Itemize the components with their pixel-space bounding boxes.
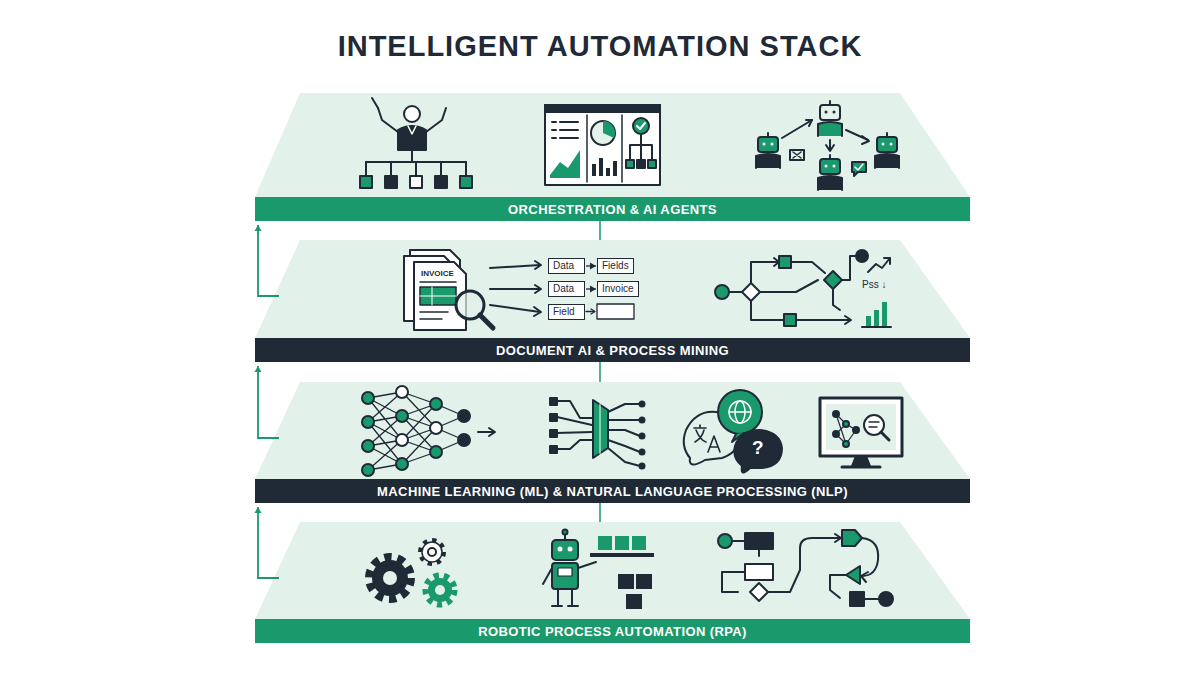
arrow-head xyxy=(255,366,262,372)
gears-icon xyxy=(370,541,454,604)
language-icon xyxy=(684,390,782,473)
stack-layer: MACHINE LEARNING (ML) & NATURAL LANGUAGE… xyxy=(255,382,970,503)
layer-bar: ROBOTIC PROCESS AUTOMATION (RPA) xyxy=(255,619,970,643)
field-box: Data xyxy=(548,281,585,297)
arrow-head xyxy=(590,286,596,293)
stack-layer: DOCUMENT AI & PROCESS MININGDataFieldsDa… xyxy=(255,240,970,362)
connector xyxy=(255,507,280,578)
icon-label: Pss ↓ xyxy=(862,279,886,290)
layer-label: ROBOTIC PROCESS AUTOMATION (RPA) xyxy=(478,624,747,639)
connector-line xyxy=(599,362,601,382)
classifier-icon xyxy=(550,398,645,469)
arrow-head xyxy=(255,507,262,513)
field-text: Invoice xyxy=(602,283,634,294)
field-text: Fields xyxy=(602,260,629,271)
arrow-head xyxy=(255,225,262,231)
slab xyxy=(255,93,970,197)
connector-line xyxy=(599,221,601,240)
field-text: Field xyxy=(553,306,575,317)
field-box: Data xyxy=(548,258,585,274)
monitor-icon xyxy=(820,398,902,467)
connector xyxy=(255,366,280,438)
layer-label: DOCUMENT AI & PROCESS MINING xyxy=(496,343,729,358)
connector xyxy=(600,362,601,382)
rpa-robot-icon xyxy=(543,530,654,610)
icon-label: INVOICE xyxy=(421,269,454,278)
conductor-icon xyxy=(360,98,472,188)
field-text: Data xyxy=(553,283,574,294)
connector-line xyxy=(258,366,279,438)
neural-network-icon xyxy=(362,386,495,476)
connector xyxy=(586,286,596,293)
field-text: Data xyxy=(553,260,574,271)
stack-layer: ORCHESTRATION & AI AGENTS xyxy=(255,93,970,221)
connector xyxy=(600,503,601,522)
slab xyxy=(255,382,970,479)
connector xyxy=(600,221,601,240)
layer-bar: ORCHESTRATION & AI AGENTS xyxy=(255,197,970,221)
connector-line xyxy=(258,225,279,296)
icon-label: ? xyxy=(752,437,764,459)
slab xyxy=(255,522,970,619)
flowchart-icon xyxy=(718,530,893,606)
slab xyxy=(255,240,970,338)
dashboard-icon xyxy=(545,105,660,185)
layer-bar: DOCUMENT AI & PROCESS MINING xyxy=(255,338,970,362)
field-box: Fields xyxy=(597,258,634,274)
layer-label: ORCHESTRATION & AI AGENTS xyxy=(508,202,717,217)
layer-bar: MACHINE LEARNING (ML) & NATURAL LANGUAGE… xyxy=(255,479,970,503)
connector xyxy=(586,263,596,270)
field-box: Invoice xyxy=(597,281,639,297)
field-box: Field xyxy=(548,304,585,320)
arrow-head xyxy=(590,263,596,270)
connector xyxy=(255,225,280,296)
robot-network-icon xyxy=(756,101,899,190)
connector-line xyxy=(258,507,279,578)
process-mining-icon xyxy=(715,250,891,327)
connector-line xyxy=(599,503,601,522)
stack-layer: ROBOTIC PROCESS AUTOMATION (RPA) xyxy=(255,522,970,643)
diagram-title: INTELLIGENT AUTOMATION STACK xyxy=(0,30,1200,63)
layer-label: MACHINE LEARNING (ML) & NATURAL LANGUAGE… xyxy=(377,484,848,499)
